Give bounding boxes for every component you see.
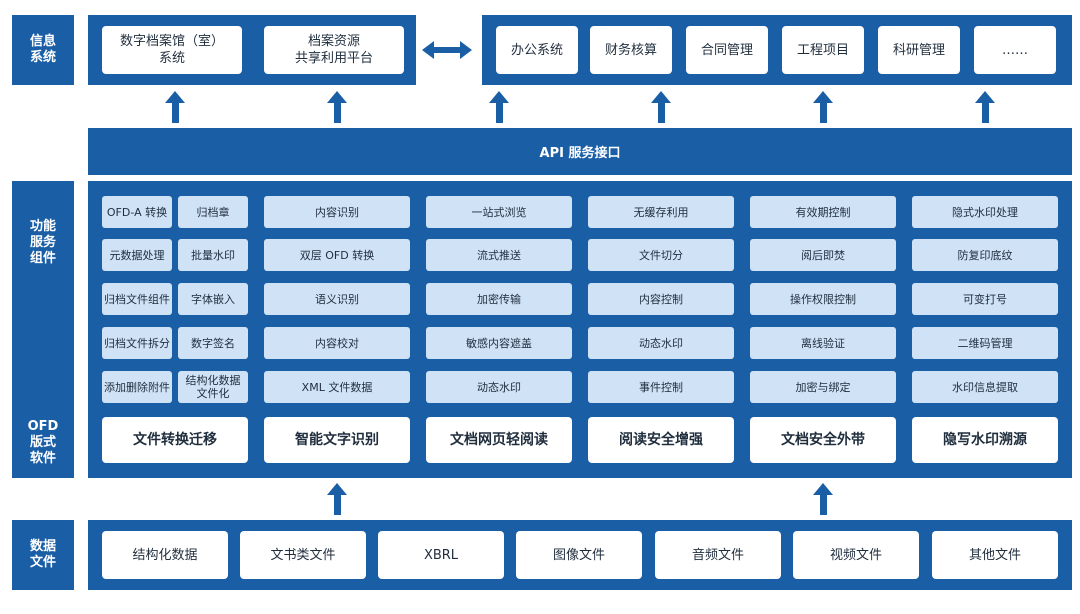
component-box[interactable]: 无缓存利用 [588, 196, 734, 228]
up-arrow-icon [975, 91, 995, 123]
component-box[interactable]: 内容校对 [264, 327, 410, 359]
component-box[interactable]: 归档章 [178, 196, 248, 228]
component-box[interactable]: 添加删除附件 [102, 371, 172, 403]
component-box[interactable]: 隐式水印处理 [912, 196, 1058, 228]
component-box[interactable]: 归档文件拆分 [102, 327, 172, 359]
business-app-box[interactable]: 办公系统 [496, 26, 578, 74]
ofd-software-label: OFD 版式 软件 [27, 419, 59, 466]
business-app-box[interactable]: …… [974, 26, 1056, 74]
business-app-box[interactable]: 合同管理 [686, 26, 768, 74]
component-box[interactable]: OFD-A 转换 [102, 196, 172, 228]
data-file-box[interactable]: 图像文件 [516, 531, 642, 579]
component-box[interactable]: 流式推送 [426, 239, 572, 271]
business-app-box[interactable]: 工程项目 [782, 26, 864, 74]
data-files-label: 数据 文件 [12, 520, 74, 590]
component-box[interactable]: 动态水印 [588, 327, 734, 359]
data-file-box[interactable]: XBRL [378, 531, 504, 579]
component-box[interactable]: 二维码管理 [912, 327, 1058, 359]
component-box[interactable]: 事件控制 [588, 371, 734, 403]
component-box[interactable]: 数字签名 [178, 327, 248, 359]
component-box[interactable]: 语义识别 [264, 283, 410, 315]
up-arrow-icon [489, 91, 509, 123]
functional-label: 功能 服务 组件 [29, 219, 56, 266]
double-arrow-icon [422, 41, 472, 59]
component-box[interactable]: 有效期控制 [750, 196, 896, 228]
data-file-box[interactable]: 音频文件 [655, 531, 781, 579]
info-system-label: 信息 系统 [12, 15, 74, 85]
component-box[interactable]: 阅后即焚 [750, 239, 896, 271]
component-box[interactable]: 加密与绑定 [750, 371, 896, 403]
component-box[interactable]: 一站式浏览 [426, 196, 572, 228]
component-box[interactable]: 字体嵌入 [178, 283, 248, 315]
component-box[interactable]: 内容识别 [264, 196, 410, 228]
functional-panel: OFD-A 转换 归档章 元数据处理 批量水印 归档文件组件 字体嵌入 归档文件… [88, 181, 1072, 478]
business-apps-panel: 办公系统 财务核算 合同管理 工程项目 科研管理 …… [482, 15, 1072, 85]
component-box[interactable]: 操作权限控制 [750, 283, 896, 315]
ofd-software-box[interactable]: 文件转换迁移 [102, 417, 248, 463]
up-arrow-icon [165, 91, 185, 123]
component-box[interactable]: 结构化数据 文件化 [178, 371, 248, 403]
component-box[interactable]: 双层 OFD 转换 [264, 239, 410, 271]
data-file-box[interactable]: 文书类文件 [240, 531, 366, 579]
component-box[interactable]: 内容控制 [588, 283, 734, 315]
ofd-software-box[interactable]: 文档安全外带 [750, 417, 896, 463]
data-file-box[interactable]: 视频文件 [793, 531, 919, 579]
component-box[interactable]: 防复印底纹 [912, 239, 1058, 271]
archive-apps-panel: 数字档案馆（室） 系统 档案资源 共享利用平台 [88, 15, 416, 85]
up-arrow-icon [327, 483, 347, 515]
up-arrow-icon [813, 483, 833, 515]
component-box[interactable]: 水印信息提取 [912, 371, 1058, 403]
ofd-software-box[interactable]: 隐写水印溯源 [912, 417, 1058, 463]
data-files-panel: 结构化数据 文书类文件 XBRL 图像文件 音频文件 视频文件 其他文件 [88, 520, 1072, 590]
api-interface-bar[interactable]: API 服务接口 [88, 128, 1072, 175]
data-file-box[interactable]: 结构化数据 [102, 531, 228, 579]
component-box[interactable]: 加密传输 [426, 283, 572, 315]
component-box[interactable]: 可变打号 [912, 283, 1058, 315]
component-box[interactable]: 离线验证 [750, 327, 896, 359]
component-box[interactable]: 元数据处理 [102, 239, 172, 271]
ofd-software-box[interactable]: 阅读安全增强 [588, 417, 734, 463]
component-box[interactable]: XML 文件数据 [264, 371, 410, 403]
ofd-software-box[interactable]: 智能文字识别 [264, 417, 410, 463]
component-box[interactable]: 批量水印 [178, 239, 248, 271]
functional-side-panel: 功能 服务 组件 OFD 版式 软件 [12, 181, 74, 478]
ofd-software-box[interactable]: 文档网页轻阅读 [426, 417, 572, 463]
component-box[interactable]: 动态水印 [426, 371, 572, 403]
component-box[interactable]: 文件切分 [588, 239, 734, 271]
component-box[interactable]: 敏感内容遮盖 [426, 327, 572, 359]
business-app-box[interactable]: 科研管理 [878, 26, 960, 74]
business-app-box[interactable]: 财务核算 [590, 26, 672, 74]
component-box[interactable]: 归档文件组件 [102, 283, 172, 315]
data-file-box[interactable]: 其他文件 [932, 531, 1058, 579]
archive-app-box[interactable]: 档案资源 共享利用平台 [264, 26, 404, 74]
archive-app-box[interactable]: 数字档案馆（室） 系统 [102, 26, 242, 74]
up-arrow-icon [651, 91, 671, 123]
up-arrow-icon [327, 91, 347, 123]
up-arrow-icon [813, 91, 833, 123]
